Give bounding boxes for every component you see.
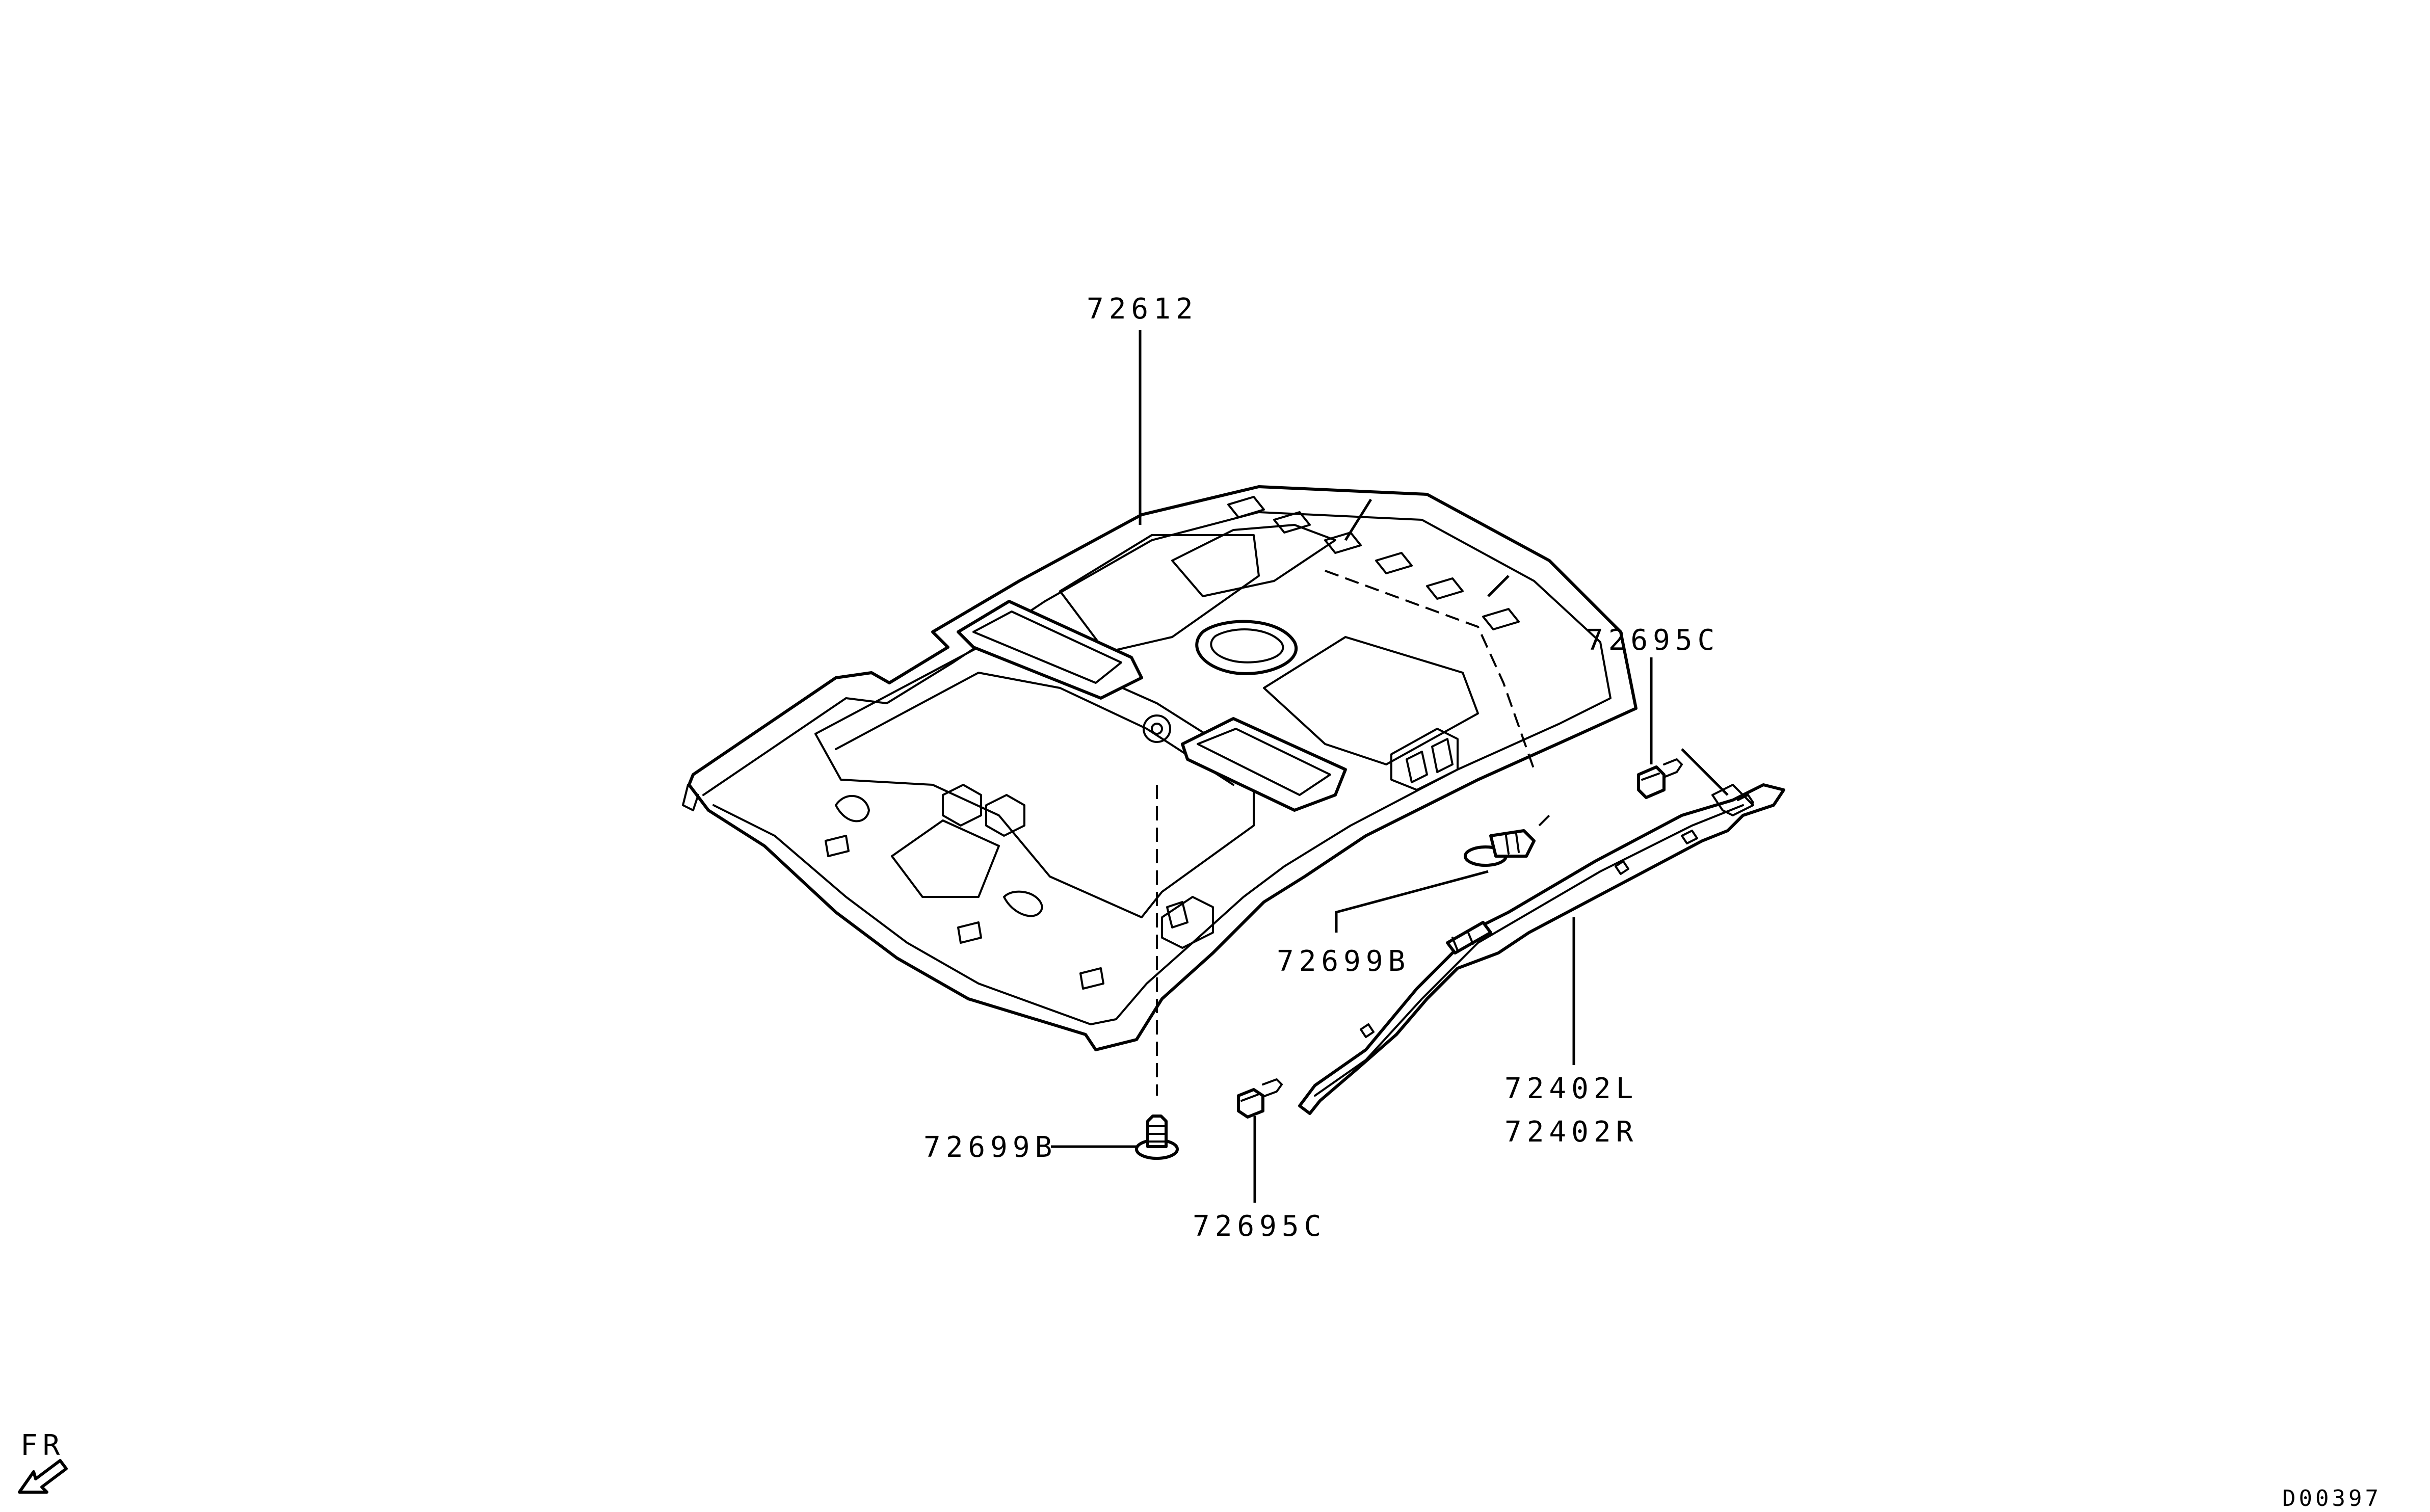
label-headlining: 72612 [1087,293,1198,326]
front-arrow-icon [18,1459,68,1494]
clip-lower-drawing [1237,1078,1283,1119]
label-fastener-lower: 72699B [923,1131,1057,1164]
front-direction-label: FR [20,1429,65,1462]
label-airbag-left: 72402L [1504,1072,1638,1105]
clip-right-drawing [1637,758,1683,799]
label-airbag-right: 72402R [1504,1116,1638,1149]
leader-lines [1051,330,1729,1203]
headlining-drawing [682,485,1637,1096]
label-fastener-upper: 72699B [1277,945,1410,978]
fastener-upper-drawing [1464,814,1550,867]
curtain-airbag-drawing [1298,783,1785,1115]
label-clip-right: 72695C [1586,624,1720,657]
front-direction-marker: FR [18,1429,68,1494]
label-clip-lower: 72695C [1193,1210,1326,1243]
fastener-lower-drawing [1135,1115,1179,1160]
drawing-code: D00397 [2282,1486,2382,1511]
